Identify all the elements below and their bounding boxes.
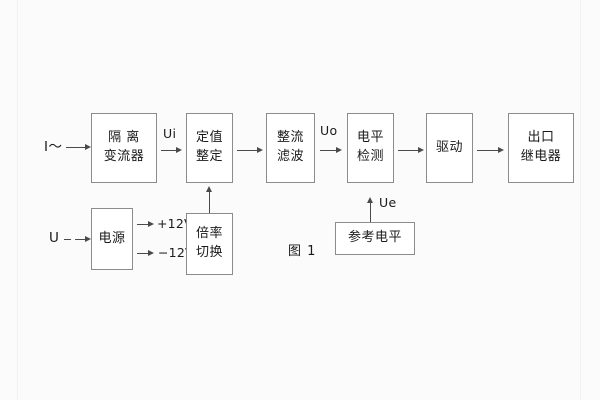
block-level-detection-line-1: 电平 xyxy=(356,130,384,146)
wire-voltage-lead-segment-2 xyxy=(75,239,85,240)
rail-label-negative: −12V xyxy=(158,245,194,260)
arrow-setting-to-rectify xyxy=(257,147,263,153)
block-output-relay-line-1: 出口 xyxy=(527,130,555,146)
arrow-driver-to-output-relay xyxy=(498,147,504,153)
page-edge-left xyxy=(17,0,18,400)
wire-rectify-to-level xyxy=(320,150,336,151)
block-rectify-filter-line-1: 整流 xyxy=(276,130,304,146)
block-setting-adjustment-line-1: 定值 xyxy=(195,130,223,146)
signal-label-uo: Uo xyxy=(320,123,338,138)
block-driver-line-1: 驱动 xyxy=(435,139,463,155)
block-output-relay[interactable]: 出口 继电器 xyxy=(508,113,574,183)
block-driver[interactable]: 驱动 xyxy=(426,113,473,183)
block-rectify-filter[interactable]: 整流 滤波 xyxy=(266,113,315,183)
block-isolation-transformer[interactable]: 隔 离 变流器 xyxy=(91,113,157,183)
block-level-detection[interactable]: 电平 检测 xyxy=(347,113,394,183)
arrow-level-to-driver xyxy=(418,147,424,153)
block-reference-level[interactable]: 参考电平 xyxy=(335,222,415,255)
block-reference-level-line-1: 参考电平 xyxy=(347,230,402,246)
wire-driver-to-output-relay xyxy=(477,150,498,151)
arrow-rectify-to-level xyxy=(336,147,342,153)
arrow-reference-to-level xyxy=(367,197,373,203)
block-isolation-transformer-line-1: 隔 离 xyxy=(108,130,140,146)
wire-rail-negative xyxy=(137,253,148,254)
arrow-multiplier-to-setting xyxy=(206,186,212,192)
wire-reference-to-level xyxy=(370,203,371,222)
wire-voltage-lead-segment-1 xyxy=(64,239,71,240)
input-label-current: I～ xyxy=(44,139,63,155)
block-power-supply-line-1: 电源 xyxy=(98,230,126,246)
rail-label-positive: +12V xyxy=(157,216,193,231)
wire-isolation-to-setting xyxy=(161,150,176,151)
block-setting-adjustment[interactable]: 定值 整定 xyxy=(186,113,233,183)
block-level-detection-line-2: 检测 xyxy=(356,149,384,164)
wire-multiplier-to-setting xyxy=(209,192,210,213)
wire-current-to-isolation xyxy=(66,147,85,148)
block-setting-adjustment-line-2: 整定 xyxy=(195,149,223,164)
arrow-isolation-to-setting xyxy=(176,147,182,153)
block-multiplier-switch-line-1: 倍率 xyxy=(195,226,223,242)
signal-label-ue: Ue xyxy=(379,195,397,210)
wire-rail-positive xyxy=(137,224,148,225)
block-isolation-transformer-line-2: 变流器 xyxy=(103,149,145,164)
arrow-rail-negative xyxy=(148,250,154,256)
figure-caption: 图 1 xyxy=(288,244,317,259)
block-multiplier-switch-line-2: 切换 xyxy=(195,245,223,260)
block-rectify-filter-line-2: 滤波 xyxy=(276,149,304,164)
arrow-current-to-isolation xyxy=(85,144,91,150)
arrow-rail-positive xyxy=(148,221,154,227)
block-output-relay-line-2: 继电器 xyxy=(520,149,562,164)
block-power-supply[interactable]: 电源 xyxy=(91,208,133,270)
block-multiplier-switch[interactable]: 倍率 切换 xyxy=(186,213,233,275)
wire-setting-to-rectify xyxy=(237,150,257,151)
arrow-voltage-to-power-supply xyxy=(85,236,91,242)
signal-label-ui: Ui xyxy=(163,126,177,141)
input-label-voltage: U xyxy=(49,230,60,246)
page-edge-right xyxy=(580,0,581,400)
wire-level-to-driver xyxy=(398,150,418,151)
